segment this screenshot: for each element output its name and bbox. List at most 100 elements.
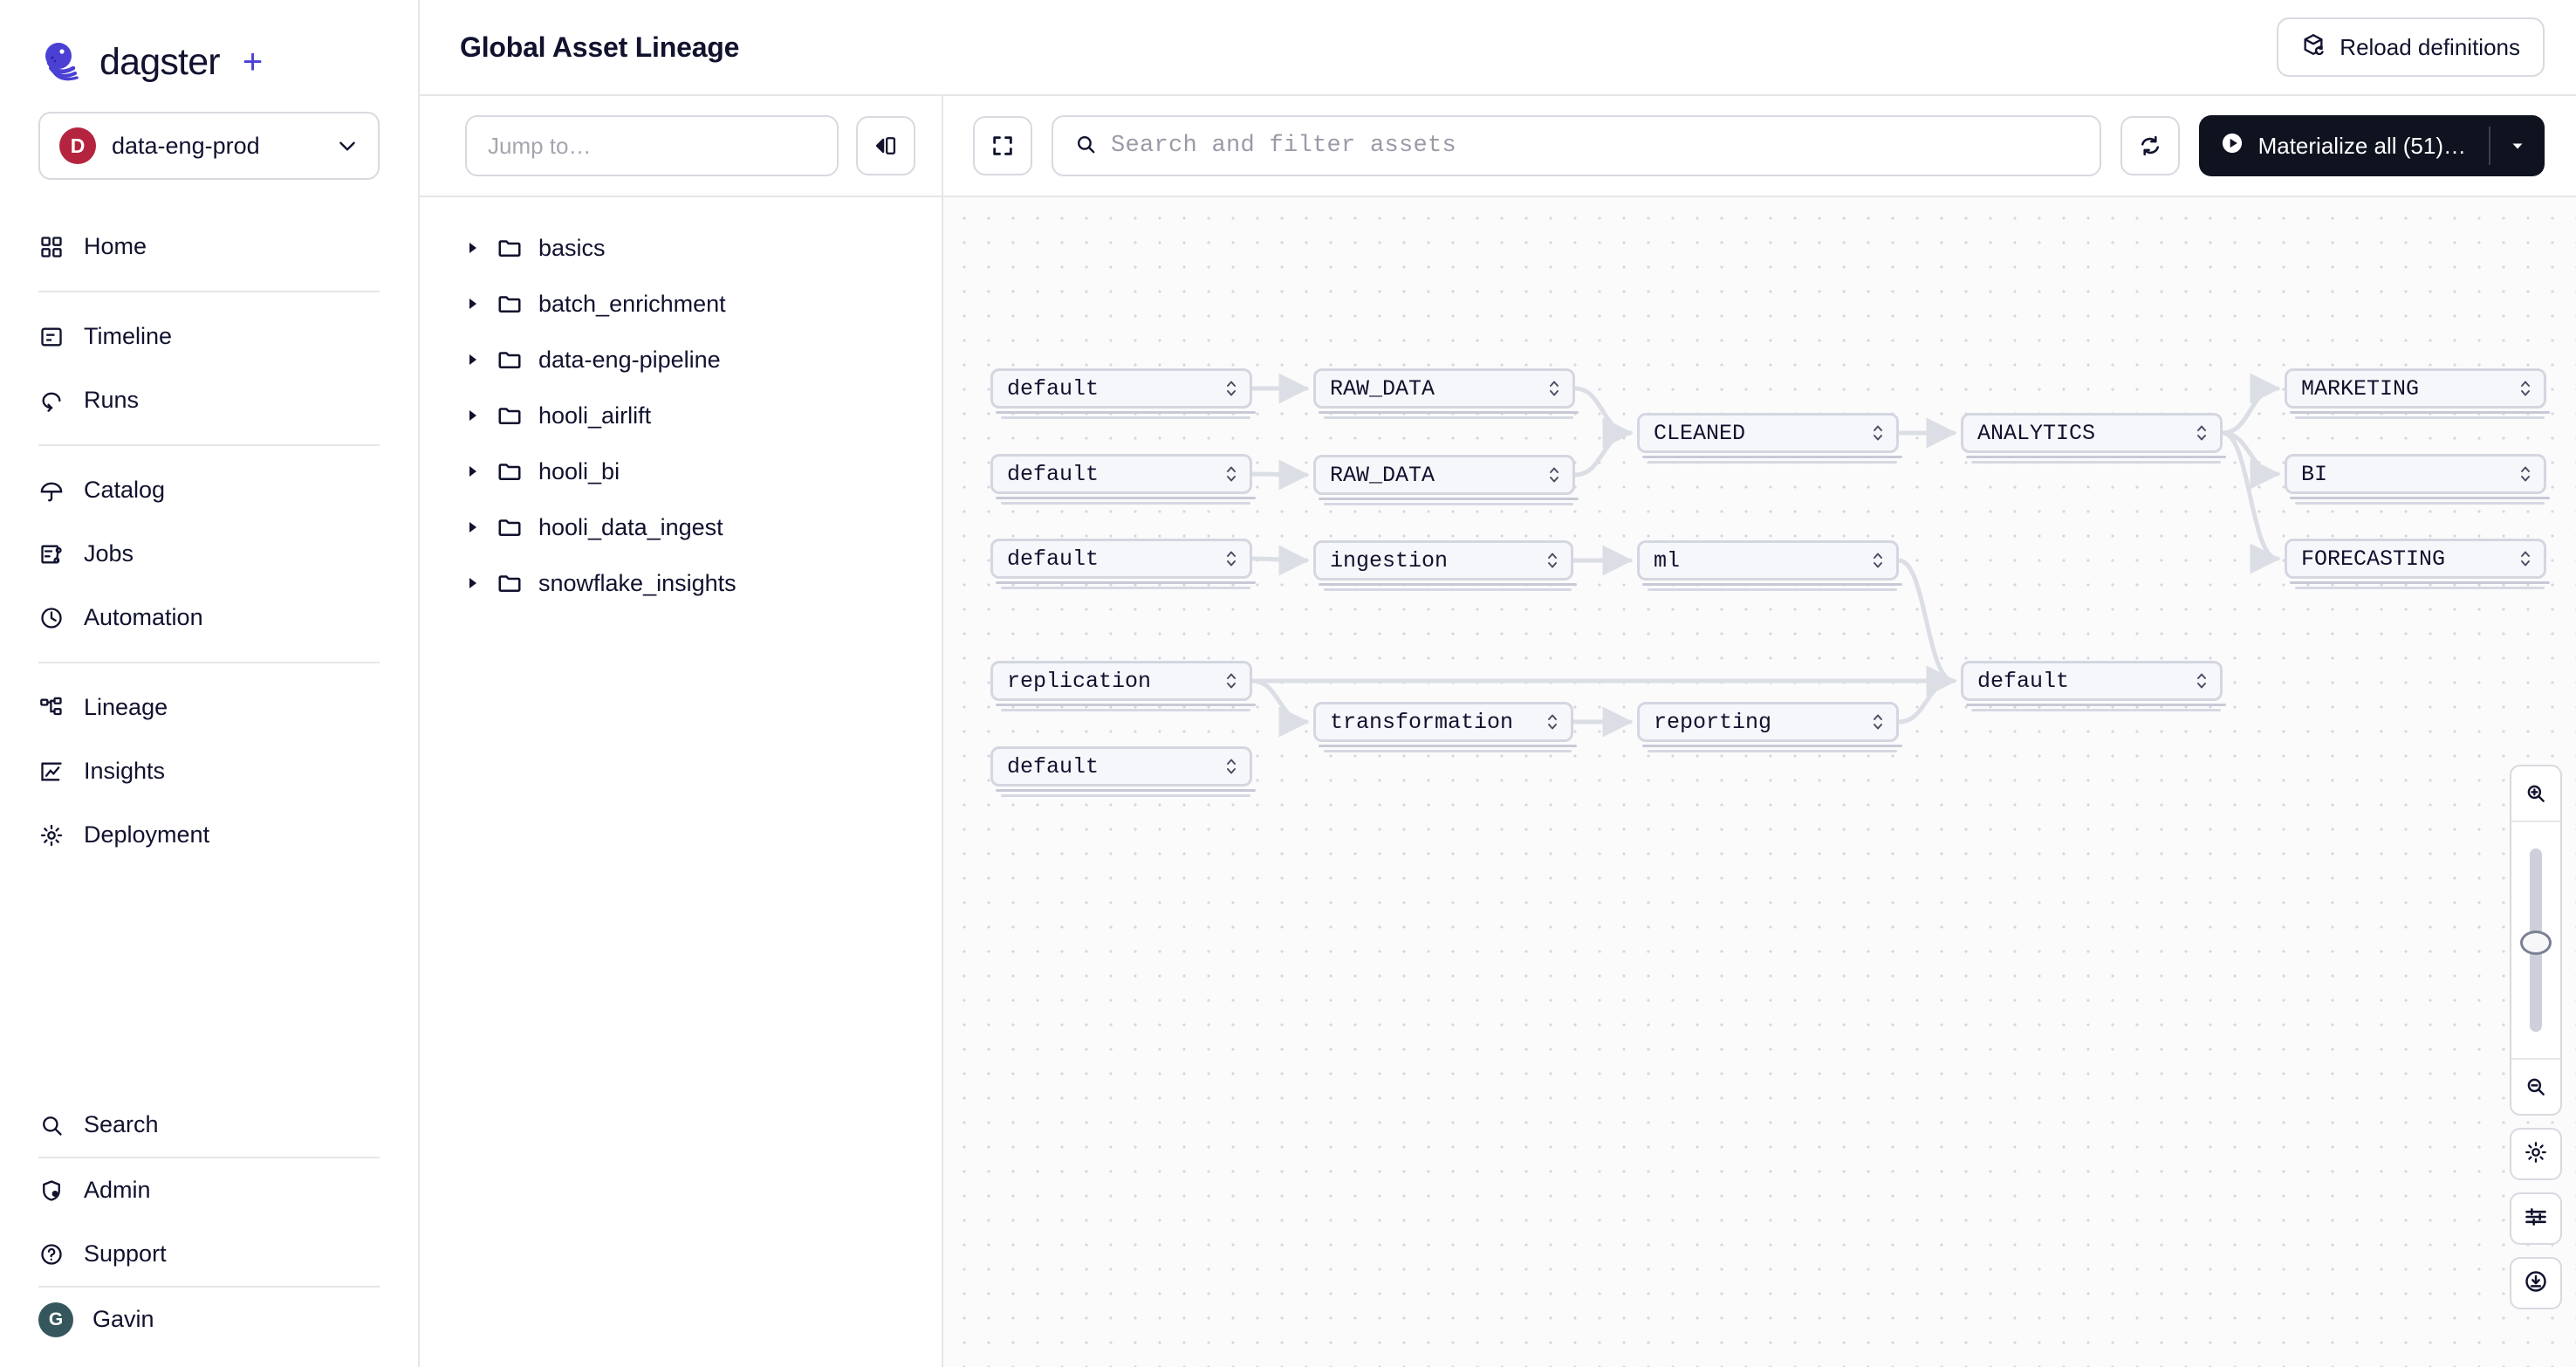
- tree-item[interactable]: basics: [420, 220, 942, 276]
- node-stack-shadow: [1319, 498, 1579, 500]
- folder-icon: [497, 291, 523, 317]
- chevron-up-down-icon[interactable]: [1225, 547, 1239, 570]
- lineage-node[interactable]: ingestion: [1313, 540, 1573, 580]
- chevron-up-down-icon[interactable]: [1548, 377, 1562, 400]
- lineage-node[interactable]: FORECASTING: [2285, 539, 2546, 579]
- chevron-up-down-icon[interactable]: [2519, 377, 2533, 400]
- content-split: basics batch_enrichment data-eng-pipelin…: [420, 197, 2576, 1367]
- lineage-node[interactable]: default: [990, 368, 1252, 409]
- lineage-node[interactable]: default: [990, 746, 1252, 787]
- tree-item[interactable]: hooli_bi: [420, 443, 942, 499]
- caret-down-icon[interactable]: [2490, 115, 2545, 176]
- lineage-node-label: ANALYTICS: [1977, 421, 2196, 446]
- reload-definitions-label: Reload definitions: [2340, 34, 2520, 61]
- sidebar-item-runs[interactable]: Runs: [0, 368, 418, 432]
- asset-search-box[interactable]: Search and filter assets: [1052, 115, 2101, 176]
- sidebar-item-admin[interactable]: Admin: [0, 1158, 418, 1222]
- node-stack-shadow: [1324, 750, 1572, 752]
- chevron-up-down-icon[interactable]: [2196, 670, 2209, 692]
- deployment-picker[interactable]: D data-eng-prod: [38, 112, 380, 180]
- triangle-right-icon[interactable]: [465, 296, 481, 312]
- lineage-node[interactable]: BI: [2285, 454, 2546, 494]
- chevron-up-down-icon[interactable]: [1225, 670, 1239, 692]
- sidebar-item-label: Timeline: [84, 323, 172, 350]
- node-stack-shadow: [1001, 416, 1250, 419]
- sidebar-item-insights[interactable]: Insights: [0, 739, 418, 803]
- graph-settings-button[interactable]: [2510, 1128, 2562, 1180]
- chevron-up-down-icon[interactable]: [1546, 711, 1560, 733]
- tree-item[interactable]: batch_enrichment: [420, 276, 942, 332]
- tree-item[interactable]: snowflake_insights: [420, 555, 942, 611]
- lineage-edge: [1575, 388, 1630, 433]
- triangle-right-icon[interactable]: [465, 352, 481, 368]
- node-stack-shadow: [996, 789, 1256, 792]
- chevron-up-down-icon[interactable]: [1225, 755, 1239, 778]
- lineage-node[interactable]: replication: [990, 661, 1252, 701]
- chevron-up-down-icon[interactable]: [2519, 547, 2533, 570]
- lineage-node[interactable]: RAW_DATA: [1313, 368, 1575, 409]
- chevron-up-down-icon[interactable]: [1872, 549, 1886, 572]
- materialize-all-button[interactable]: Materialize all (51)…: [2199, 115, 2545, 176]
- lineage-node-label: RAW_DATA: [1330, 463, 1548, 488]
- tree-item[interactable]: hooli_airlift: [420, 388, 942, 443]
- zoom-out-icon[interactable]: [2511, 1060, 2560, 1114]
- lineage-node[interactable]: ANALYTICS: [1961, 413, 2223, 453]
- chevron-up-down-icon[interactable]: [1225, 463, 1239, 485]
- lineage-node[interactable]: RAW_DATA: [1313, 455, 1575, 495]
- sidebar-item-lineage[interactable]: Lineage: [0, 676, 418, 739]
- folder-icon: [497, 402, 523, 429]
- lineage-node[interactable]: transformation: [1313, 702, 1573, 742]
- chevron-up-down-icon[interactable]: [1225, 377, 1239, 400]
- collapse-left-panel-icon[interactable]: [856, 116, 915, 175]
- sidebar-item-home[interactable]: Home: [0, 215, 418, 278]
- sidebar-item-support[interactable]: Support: [0, 1222, 418, 1286]
- chevron-up-down-icon[interactable]: [1872, 711, 1886, 733]
- lineage-node[interactable]: MARKETING: [2285, 368, 2546, 409]
- sidebar: dagster + D data-eng-prod Home: [0, 0, 420, 1367]
- gear-icon: [2524, 1140, 2548, 1169]
- node-stack-shadow: [1648, 461, 1897, 464]
- triangle-right-icon[interactable]: [465, 240, 481, 256]
- sidebar-item-catalog[interactable]: Catalog: [0, 458, 418, 522]
- graph-download-button[interactable]: [2510, 1257, 2562, 1309]
- sidebar-item-jobs[interactable]: Jobs: [0, 522, 418, 586]
- lineage-node[interactable]: default: [990, 454, 1252, 494]
- tree-item[interactable]: hooli_data_ingest: [420, 499, 942, 555]
- zoom-in-icon[interactable]: [2511, 766, 2560, 821]
- chevron-down-icon: [336, 134, 359, 157]
- folder-icon: [497, 458, 523, 484]
- tree-item-label: data-eng-pipeline: [538, 347, 721, 374]
- refresh-icon[interactable]: [2120, 116, 2180, 175]
- sidebar-item-search[interactable]: Search: [0, 1093, 418, 1157]
- zoom-slider-thumb[interactable]: [2520, 931, 2552, 955]
- triangle-right-icon[interactable]: [465, 519, 481, 535]
- chevron-up-down-icon[interactable]: [2196, 422, 2209, 444]
- tree-item-label: batch_enrichment: [538, 291, 726, 318]
- chevron-up-down-icon[interactable]: [1548, 464, 1562, 486]
- lineage-graph-canvas[interactable]: defaultdefaultdefaultreplicationdefaultR…: [943, 197, 2576, 1367]
- graph-filters-button[interactable]: [2510, 1192, 2562, 1245]
- chevron-up-down-icon[interactable]: [2519, 463, 2533, 485]
- lineage-node[interactable]: CLEANED: [1637, 413, 1899, 453]
- lineage-node[interactable]: default: [990, 539, 1252, 579]
- triangle-right-icon[interactable]: [465, 408, 481, 423]
- materialize-main[interactable]: Materialize all (51)…: [2199, 115, 2489, 176]
- reload-definitions-button[interactable]: Reload definitions: [2277, 17, 2545, 77]
- fit-to-screen-icon[interactable]: [973, 116, 1032, 175]
- lineage-node[interactable]: ml: [1637, 540, 1899, 580]
- sidebar-item-user[interactable]: G Gavin: [0, 1288, 418, 1351]
- tree-item[interactable]: data-eng-pipeline: [420, 332, 942, 388]
- zoom-slider[interactable]: [2511, 822, 2560, 1058]
- chevron-up-down-icon[interactable]: [1546, 549, 1560, 572]
- zoom-slider-track[interactable]: [2530, 848, 2542, 1032]
- sidebar-item-deployment[interactable]: Deployment: [0, 803, 418, 867]
- lineage-node[interactable]: default: [1961, 661, 2223, 701]
- chevron-up-down-icon[interactable]: [1872, 422, 1886, 444]
- triangle-right-icon[interactable]: [465, 464, 481, 479]
- sidebar-item-automation[interactable]: Automation: [0, 586, 418, 649]
- lineage-node[interactable]: reporting: [1637, 702, 1899, 742]
- triangle-right-icon[interactable]: [465, 575, 481, 591]
- brand[interactable]: dagster +: [0, 0, 418, 112]
- jump-to-input[interactable]: [465, 115, 839, 176]
- sidebar-item-timeline[interactable]: Timeline: [0, 305, 418, 368]
